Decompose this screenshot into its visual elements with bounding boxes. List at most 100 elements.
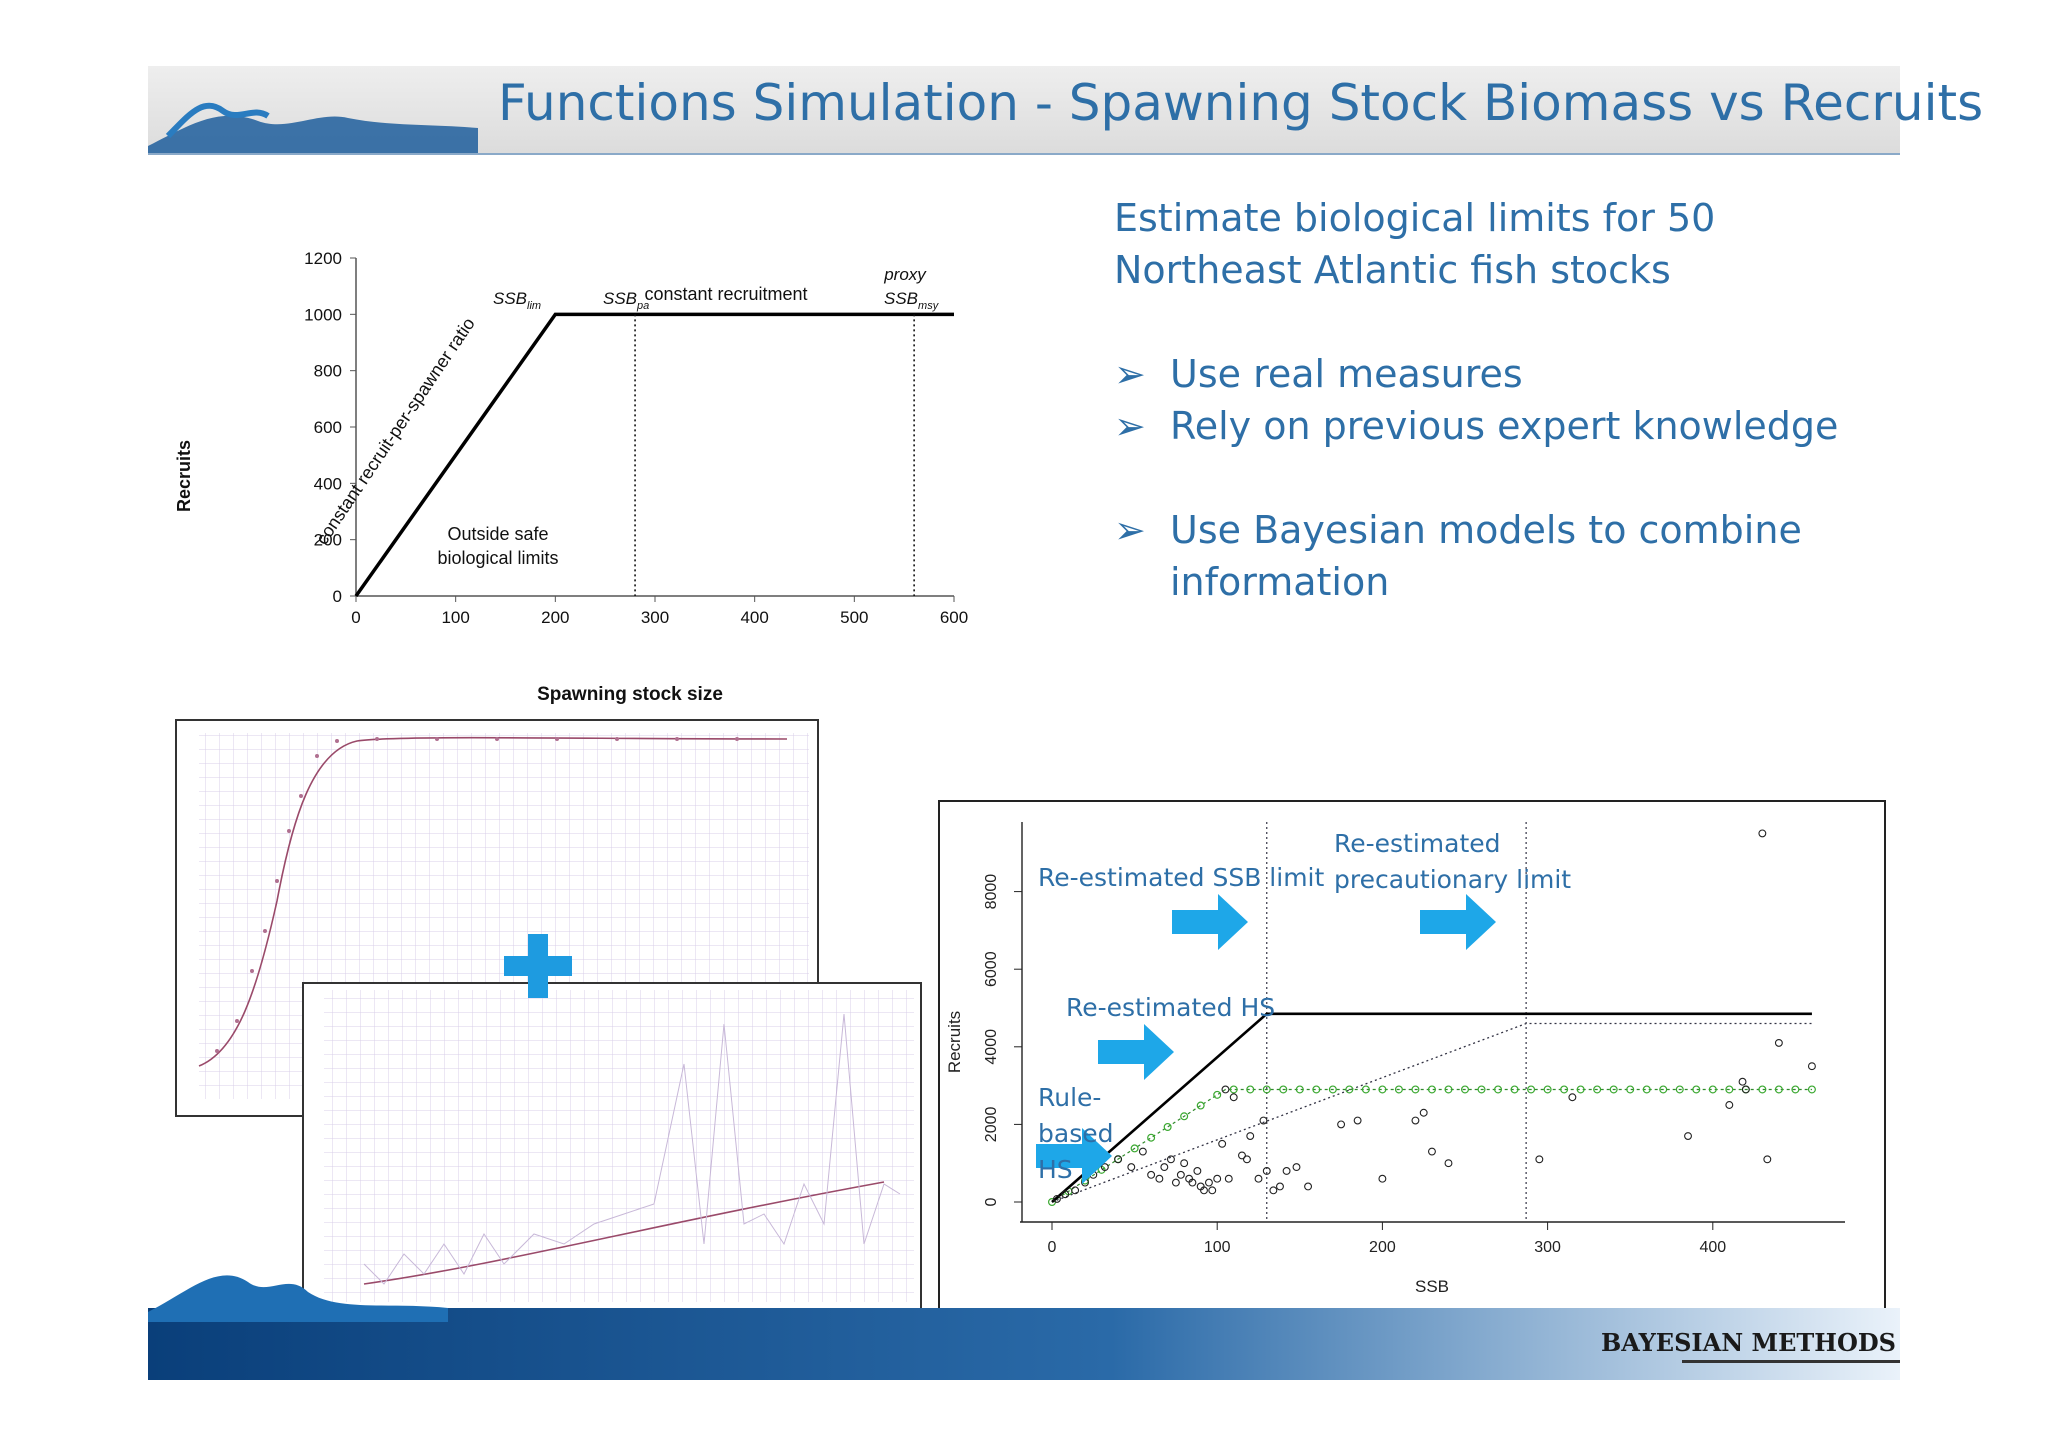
bottom-chart-data-point [1180, 1159, 1189, 1168]
bullet-item: ➢Use real measures [1114, 348, 1874, 400]
bottom-chart-data-point [1378, 1174, 1387, 1183]
bottom-chart-fit-point [1262, 1085, 1271, 1094]
top-chart-outside-label-1: Outside safe [447, 524, 548, 544]
bottom-chart-data-point [1269, 1186, 1278, 1195]
bottom-chart-data-point [1100, 1163, 1109, 1172]
bottom-chart-fit-point [1328, 1085, 1337, 1094]
bottom-chart-data-point [1807, 1062, 1816, 1071]
bottom-chart-fit-point [1361, 1085, 1370, 1094]
footer-brand-underline [1682, 1360, 1900, 1363]
slide-header: Functions Simulation - Spawning Stock Bi… [148, 66, 1983, 155]
bottom-chart-fit-point [1279, 1085, 1288, 1094]
bottom-chart-data-point [1193, 1167, 1202, 1175]
top-chart-proxy-label: proxy [883, 265, 927, 284]
bottom-chart-data-point [1684, 1132, 1692, 1140]
bottom-chart-fit-point [1510, 1085, 1519, 1094]
simulation-plot-2 [324, 990, 914, 1302]
top-chart-y-tick-label: 400 [314, 474, 342, 493]
top-chart-y-tick-label: 0 [333, 587, 342, 606]
bottom-chart-ylabel: Recruits [945, 1011, 964, 1073]
bottom-chart-x-tick-label: 200 [1369, 1239, 1396, 1256]
bottom-chart-fit-point [1758, 1085, 1767, 1094]
annotation-rule-1: Rule- [1038, 1083, 1101, 1112]
bottom-chart-fit-point [1494, 1085, 1503, 1094]
bottom-chart-fit-point [1444, 1085, 1453, 1094]
top-chart-y-tick-label: 800 [314, 362, 342, 381]
bottom-chart-fit-point [1246, 1085, 1255, 1094]
bottom-chart-fit-point [1147, 1133, 1156, 1142]
annotation-ssb-limit: Re-estimated SSB limit [1038, 863, 1325, 892]
bottom-chart-data-point [1725, 1101, 1734, 1109]
bottom-chart-fit-point [1312, 1085, 1321, 1094]
bottom-chart-data-point [1419, 1108, 1428, 1117]
bottom-chart-data-point [1160, 1163, 1169, 1172]
bottom-chart-data-point [1444, 1159, 1453, 1168]
bottom-chart-data-point [1246, 1132, 1255, 1140]
bottom-chart-x-tick-label: 0 [1048, 1239, 1057, 1256]
bottom-chart-fit-point [1791, 1085, 1800, 1094]
bottom-chart-fit-point [1527, 1085, 1536, 1094]
bottom-chart-data-point [1188, 1178, 1197, 1187]
bottom-chart-fit-point [1642, 1085, 1651, 1094]
bottom-chart-fit-point [1295, 1085, 1304, 1094]
bottom-chart-data-point [1200, 1186, 1208, 1195]
bottom-chart-fit-point [1675, 1085, 1684, 1094]
bottom-chart-data-point [1238, 1151, 1246, 1160]
bottom-chart-fit-point [1427, 1085, 1436, 1094]
bottom-chart-data-point [1353, 1116, 1362, 1125]
bottom-chart-data-point [1763, 1155, 1772, 1164]
bottom-chart-data-point [1176, 1170, 1185, 1179]
bottom-chart-fit-point [1609, 1085, 1618, 1094]
bottom-chart-data-point [1147, 1170, 1156, 1179]
bottom-chart-hockey-stick-line [1051, 1012, 1812, 1203]
top-chart-y-tick-label: 1200 [304, 249, 342, 268]
bottom-chart-data-point [1304, 1182, 1313, 1191]
bottom-chart-fit-point [1180, 1112, 1189, 1121]
top-chart-ssbmsy-label: SSBmsy [884, 289, 940, 312]
top-chart-y-tick-label: 200 [314, 531, 342, 550]
plus-icon [504, 934, 572, 998]
arrow-bullet-icon: ➢ [1114, 404, 1146, 448]
bottom-chart-data-point [1242, 1155, 1251, 1164]
arrow-right-icon [1420, 894, 1496, 950]
top-chart-x-tick-label: 500 [840, 608, 868, 627]
slide: Functions Simulation - Spawning Stock Bi… [148, 66, 1983, 1380]
top-chart-recruitment-line [354, 312, 954, 598]
bottom-chart-data-point [1166, 1155, 1175, 1164]
simulation-screenshot-2 [302, 982, 922, 1322]
bottom-chart-y-tick-label: 0 [983, 1197, 1000, 1206]
bottom-chart-fit-point [1378, 1085, 1387, 1094]
bottom-chart-data-point [1114, 1155, 1123, 1164]
arrow-bullet-icon: ➢ [1114, 352, 1146, 396]
bottom-chart-x-tick-label: 400 [1699, 1239, 1726, 1256]
bottom-chart-data-point [1535, 1155, 1544, 1164]
bottom-chart-fit-point [1692, 1085, 1701, 1094]
arrow-right-icon [1098, 1024, 1174, 1080]
bottom-chart-data-point [1155, 1174, 1164, 1183]
bottom-chart-x-tick-label: 300 [1534, 1239, 1561, 1256]
bullet-item: ➢Use Bayesian models to combine informat… [1114, 504, 1874, 608]
bottom-chart-fit-point [1576, 1085, 1585, 1094]
bottom-chart-data-point [1224, 1174, 1233, 1183]
top-chart-x-tick-label: 400 [740, 608, 768, 627]
bottom-chart-data-point [1229, 1093, 1238, 1102]
arrow-bullet-icon: ➢ [1114, 508, 1146, 552]
top-chart-y-tick-label: 1000 [304, 305, 342, 324]
bottom-chart-fit-point [1659, 1085, 1668, 1094]
arrow-right-icon [1172, 894, 1248, 950]
annotation-rule-2: based [1038, 1119, 1113, 1148]
bottom-chart-fit-point [1229, 1085, 1238, 1094]
bottom-chart-fit-point [1725, 1085, 1734, 1094]
bottom-chart-fit-point [1196, 1101, 1205, 1110]
bottom-chart-y-tick-label: 6000 [983, 951, 1000, 987]
top-chart-constant-label: constant recruitment [644, 284, 807, 304]
bottom-chart-fit-point [1593, 1085, 1602, 1094]
bottom-chart-y-tick-label: 8000 [983, 874, 1000, 910]
bottom-chart-xlabel: SSB [1415, 1277, 1449, 1296]
bullet-item: ➢Rely on previous expert knowledge [1114, 400, 1874, 452]
top-chart-x-tick-label: 100 [441, 608, 469, 627]
top-chart-outside-label-2: biological limits [437, 548, 558, 568]
bottom-chart-fit-point [1163, 1122, 1172, 1131]
top-chart-x-tick-label: 200 [541, 608, 569, 627]
